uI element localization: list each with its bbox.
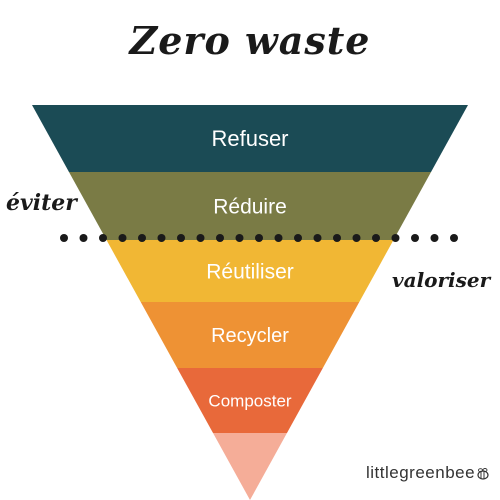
brand-logo-text: littlegreenbee	[366, 463, 476, 482]
pyramid-layer-2	[68, 172, 432, 240]
divider-dot	[235, 234, 244, 242]
pyramid-layer-6	[213, 433, 287, 500]
bee-icon	[477, 468, 489, 480]
divider-dot	[79, 234, 88, 242]
pyramid-layer-label: Réduire	[213, 195, 287, 218]
pyramid-layer-1	[32, 105, 468, 172]
divider-dot	[216, 234, 224, 242]
pyramid-layer-4	[140, 302, 360, 368]
dotted-divider-line	[60, 234, 458, 242]
pyramid-layer-label: Recycler	[211, 325, 289, 347]
divider-dot	[138, 234, 146, 242]
divider-dot	[411, 234, 419, 242]
divider-dot	[99, 234, 107, 242]
divider-dot	[255, 234, 263, 242]
divider-dot	[294, 234, 302, 242]
divider-dot	[157, 234, 166, 242]
pyramid-layers: RefuserRéduireRéutiliserRecyclerComposte…	[32, 105, 468, 500]
divider-dot	[60, 234, 68, 242]
avoid-label: éviter	[6, 190, 77, 216]
divider-dot	[430, 234, 439, 242]
divider-dot	[391, 234, 400, 242]
pyramid-layer-label: Refuser	[211, 126, 288, 151]
divider-dot	[177, 234, 185, 242]
pyramid-layer-label: Composter	[208, 391, 291, 410]
pyramid-layer-5	[177, 368, 323, 433]
divider-dot	[372, 234, 380, 242]
divider-dot	[274, 234, 283, 242]
divider-dot	[118, 234, 127, 242]
divider-dot	[196, 234, 205, 242]
divider-dot	[352, 234, 361, 242]
pyramid-layer-3	[106, 240, 394, 302]
divider-dot	[313, 234, 322, 242]
valorize-label: valoriser	[392, 268, 491, 292]
divider-dot	[333, 234, 341, 242]
pyramid-layer-label: Réutiliser	[206, 260, 294, 283]
divider-dot	[450, 234, 458, 242]
diagram-title: Zero waste	[129, 18, 371, 63]
